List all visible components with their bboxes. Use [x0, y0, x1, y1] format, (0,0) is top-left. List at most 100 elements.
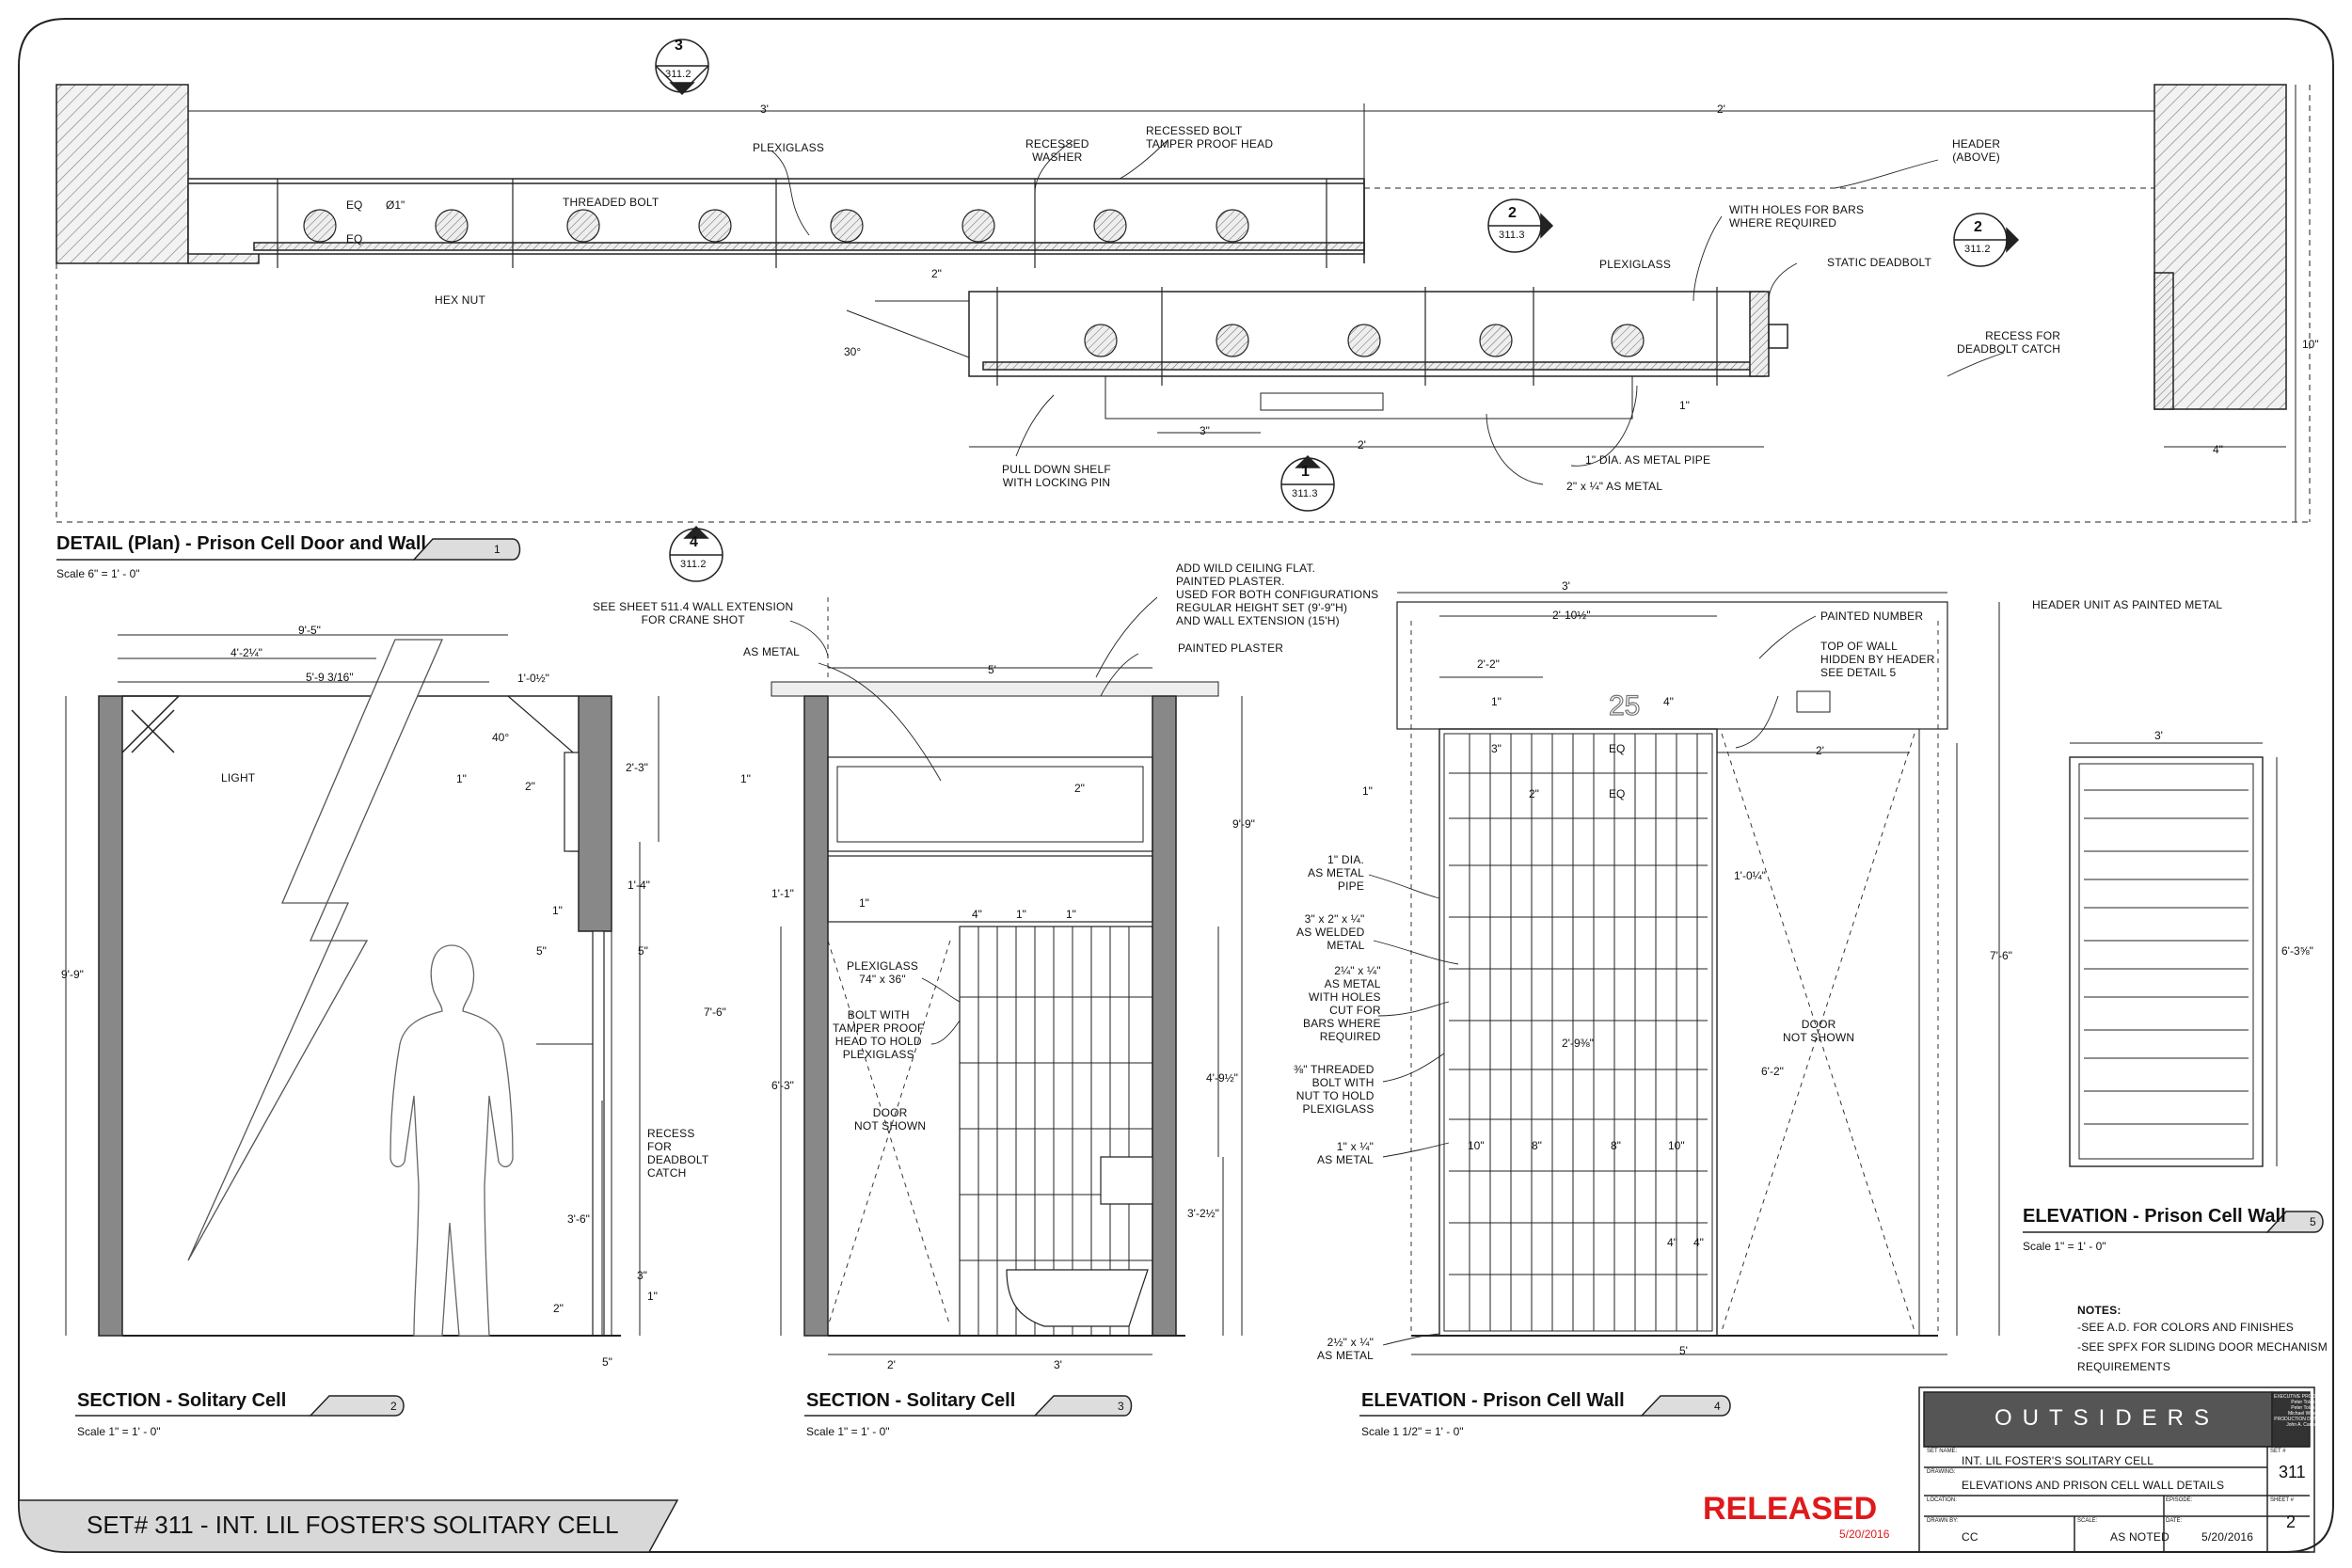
- s2-dim-3in: 3": [637, 1269, 647, 1282]
- tb-date-label: DATE:: [2166, 1518, 2183, 1524]
- s2-dim-9-5: 9'-5": [298, 624, 321, 637]
- e4-dim-10in-b: 10": [1668, 1139, 1685, 1152]
- tb-set-no: 311: [2279, 1463, 2306, 1481]
- detail-1-number[interactable]: 1: [494, 543, 501, 556]
- s3-dim-1in-d: 1": [1016, 908, 1026, 921]
- e4-dim-8in-a: 8": [1532, 1139, 1542, 1152]
- plan-note-recess-deadbolt-catch: RECESS FOR DEADBOLT CATCH: [1957, 329, 2061, 356]
- e4-dim-2-2: 2'-2": [1477, 657, 1500, 671]
- e4-note-welded-metal: 3" x 2" x ¼" AS WELDED METAL: [1296, 912, 1365, 952]
- tb-date: 5/20/2016: [2201, 1530, 2254, 1544]
- tb-sheet-no: 2: [2286, 1513, 2296, 1531]
- detail-1-title: DETAIL (Plan) - Prison Cell Door and Wal…: [56, 533, 426, 554]
- e4-dim-7-6: 7'-6": [1990, 949, 2012, 962]
- plan-note-plexiglass: PLEXIGLASS: [753, 141, 825, 154]
- s2-dim-1-4: 1'-4": [628, 879, 650, 892]
- e4-dim-3ft: 3': [1562, 579, 1570, 593]
- plan-note-header-above: HEADER (ABOVE): [1952, 137, 2001, 164]
- plan-note-plexiglass-2: PLEXIGLASS: [1599, 258, 1672, 271]
- plan-dim-3ft: 3': [760, 103, 769, 116]
- s2-dim-5in-b: 5": [638, 944, 648, 958]
- elevation-4-drawing: 25: [1368, 592, 2000, 1355]
- s2-dim-40deg: 40°: [492, 731, 510, 744]
- detail-5-title: ELEVATION - Prison Cell Wall: [2023, 1206, 2286, 1227]
- released-stamp: RELEASED: [1703, 1491, 1878, 1527]
- marker-4-top[interactable]: 4: [690, 534, 698, 550]
- plan-dim-3in: 3": [1200, 424, 1210, 437]
- detail-4-title: ELEVATION - Prison Cell Wall: [1361, 1390, 1625, 1411]
- e4-note-door-not-shown: DOOR NOT SHOWN: [1783, 1018, 1855, 1044]
- plan-dim-1in: 1": [1679, 399, 1690, 412]
- plan-dim-10in: 10": [2302, 338, 2319, 351]
- plan-dim-2ft: 2': [1717, 103, 1725, 116]
- detail-5-number[interactable]: 5: [2310, 1215, 2316, 1228]
- s3-dim-2ft: 2': [887, 1358, 896, 1371]
- s3-dim-4-9: 4'-9½": [1206, 1071, 1238, 1085]
- e4-dim-4in-b: 4": [1693, 1236, 1704, 1249]
- tb-scale-label: SCALE:: [2077, 1518, 2098, 1524]
- marker-1-ref: 311.3: [1292, 488, 1318, 499]
- s3-dim-6-3: 6'-3": [771, 1079, 794, 1092]
- tb-scale: AS NOTED: [2110, 1530, 2169, 1544]
- plan-dim-eq-1: EQ: [346, 198, 363, 212]
- s3-dim-2in: 2": [1074, 782, 1085, 795]
- s3-dim-1in-b: 1": [859, 896, 869, 910]
- detail-2-number[interactable]: 2: [390, 1400, 397, 1413]
- marker-2b-ref: 311.2: [1964, 244, 1991, 255]
- e4-dim-8in-b: 8": [1611, 1139, 1621, 1152]
- marker-2a-top[interactable]: 2: [1508, 205, 1517, 221]
- plan-note-holes-for-bars: WITH HOLES FOR BARS WHERE REQUIRED: [1729, 203, 1865, 230]
- marker-1-top[interactable]: 1: [1301, 464, 1310, 480]
- note-line-2: -SEE SPFX FOR SLIDING DOOR MECHANISM: [2077, 1340, 2328, 1354]
- s2-dim-1in-a: 1": [456, 772, 467, 785]
- s2-dim-1-0: 1'-0½": [517, 672, 549, 685]
- plan-note-threaded-bolt: THREADED BOLT: [563, 196, 660, 209]
- s3-dim-5ft: 5': [988, 663, 996, 676]
- plan-note-pull-down-shelf: PULL DOWN SHELF WITH LOCKING PIN: [1002, 463, 1111, 489]
- marker-3-top[interactable]: 3: [675, 38, 683, 54]
- s2-dim-9-9: 9'-9": [61, 968, 84, 981]
- plan-dim-2in: 2": [931, 267, 942, 280]
- tb-sheet-label: SHEET #: [2270, 1497, 2294, 1503]
- header-unit-note: HEADER UNIT AS PAINTED METAL: [2032, 598, 2223, 611]
- s3-note-wild-ceiling: ADD WILD CEILING FLAT. PAINTED PLASTER. …: [1176, 562, 1379, 627]
- s2-dim-2in: 2": [525, 780, 535, 793]
- plan-note-static-deadbolt: STATIC DEADBOLT: [1827, 256, 1932, 269]
- set-title: SET# 311 - INT. LIL FOSTER'S SOLITARY CE…: [87, 1511, 619, 1539]
- e4-note-base-metal: 2½" x ¼" AS METAL: [1317, 1336, 1375, 1362]
- detail-4-scale: Scale 1 1/2" = 1' - 0": [1361, 1425, 1464, 1438]
- e4-note-flat-metal: 1" x ¼" AS METAL: [1317, 1140, 1375, 1166]
- marker-4-ref: 311.2: [680, 559, 707, 570]
- tb-set-name-label: SET NAME:: [1927, 1449, 1958, 1454]
- tb-location-label: LOCATION:: [1927, 1497, 1957, 1503]
- s2-dim-5-9: 5'-9 3/16": [306, 671, 354, 684]
- marker-3-ref: 311.2: [665, 69, 691, 80]
- e4-note-painted-number: PAINTED NUMBER: [1820, 610, 1924, 623]
- section-2-drawing: [65, 634, 660, 1337]
- elevation-5-drawing: [2069, 742, 2278, 1167]
- break-line-bolt: [187, 639, 443, 1261]
- e4-dim-10in-a: 10": [1468, 1139, 1485, 1152]
- tb-episode-label: EPISODE:: [2166, 1497, 2193, 1503]
- marker-2a-ref: 311.3: [1499, 230, 1525, 241]
- s2-dim-2in-b: 2": [553, 1302, 564, 1315]
- s3-note-door-not-shown: DOOR NOT SHOWN: [854, 1106, 927, 1132]
- plan-note-metal-pipe: 1" DIA. AS METAL PIPE: [1585, 453, 1711, 467]
- e4-dim-2-10: 2'-10½": [1552, 609, 1591, 622]
- marker-2b-top[interactable]: 2: [1974, 219, 1982, 235]
- e4-note-metal-pipe: 1" DIA. AS METAL PIPE: [1308, 853, 1365, 893]
- s3-dim-3-2: 3'-2½": [1187, 1207, 1219, 1220]
- detail-4-number[interactable]: 4: [1714, 1400, 1721, 1413]
- s2-dim-2-3: 2'-3": [626, 761, 648, 774]
- plan-note-hex-nut: HEX NUT: [435, 293, 486, 307]
- plan-dim-30deg: 30°: [844, 345, 862, 358]
- plan-dim-2ft-b: 2': [1358, 438, 1366, 451]
- section-markers: [655, 39, 2020, 582]
- s2-dim-5in-c: 5": [602, 1355, 612, 1369]
- s2-note-recess-deadbolt: RECESS FOR DEADBOLT CATCH: [647, 1127, 709, 1180]
- detail-3-number[interactable]: 3: [1118, 1400, 1124, 1413]
- s3-note-painted-plaster: PAINTED PLASTER: [1178, 641, 1284, 655]
- e4-note-threaded-bolt: ⅜" THREADED BOLT WITH NUT TO HOLD PLEXIG…: [1294, 1063, 1375, 1116]
- e4-note-top-of-wall: TOP OF WALL HIDDEN BY HEADER SEE DETAIL …: [1820, 640, 1935, 679]
